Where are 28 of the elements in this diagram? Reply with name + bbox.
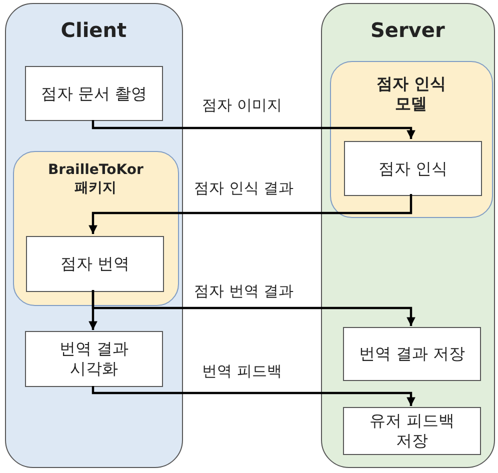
arrow xyxy=(88,194,412,234)
group-title: 점자 인식 모델 xyxy=(375,74,447,114)
box-label: 유저 피드백 저장 xyxy=(368,411,456,451)
edge-label: 번역 피드백 xyxy=(202,362,282,381)
panel xyxy=(321,3,495,468)
process-box xyxy=(344,141,482,196)
panel-title: Server xyxy=(370,18,446,43)
panel xyxy=(5,3,183,468)
arrow xyxy=(92,386,416,406)
box-label: 번역 결과 시각화 xyxy=(58,339,130,379)
edge-label: 점자 인식 결과 xyxy=(194,179,294,198)
process-box xyxy=(25,331,163,387)
edge-label: 점자 번역 결과 xyxy=(194,282,294,301)
arrow xyxy=(92,120,416,139)
panel-title: Client xyxy=(60,18,128,43)
process-box xyxy=(343,407,481,455)
box-label: 점자 번역 xyxy=(59,254,131,274)
group-box xyxy=(330,61,493,218)
process-box xyxy=(26,236,164,292)
edge-label: 점자 이미지 xyxy=(202,96,282,115)
process-box xyxy=(25,66,163,121)
box-label: 점자 문서 촬영 xyxy=(40,84,148,104)
box-label: 번역 결과 저장 xyxy=(358,344,466,364)
process-box xyxy=(343,327,481,381)
arrow xyxy=(92,290,416,326)
group-title: BrailleToKor 패키지 xyxy=(47,162,144,197)
box-label: 점자 인식 xyxy=(377,158,449,178)
group-box xyxy=(13,151,179,306)
